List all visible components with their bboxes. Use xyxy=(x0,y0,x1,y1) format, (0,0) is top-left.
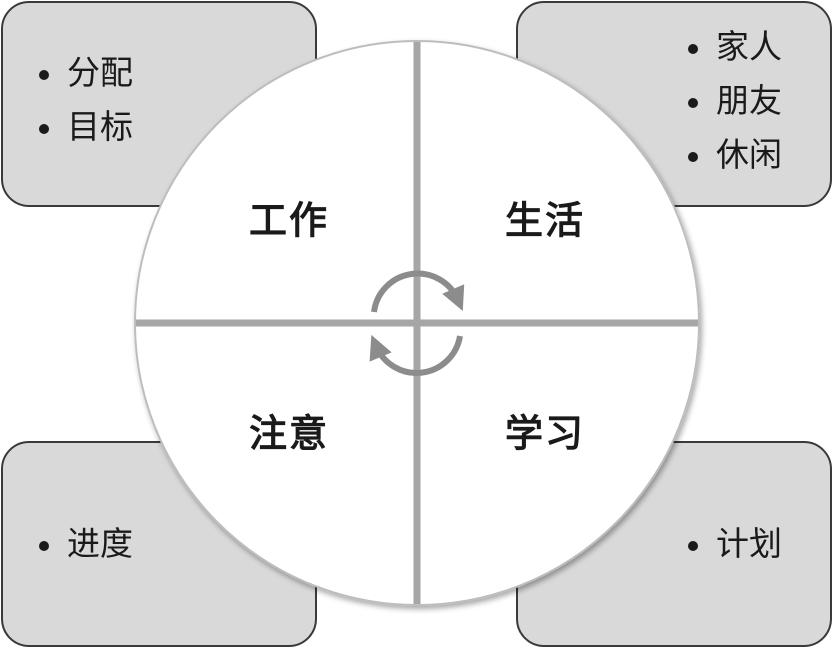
study-title: 学习 xyxy=(504,411,586,456)
study-items: 计划 xyxy=(686,517,782,571)
life-items: 家人 朋友 休闲 xyxy=(686,20,782,182)
list-item: 家人 xyxy=(686,20,782,74)
work-title: 工作 xyxy=(248,198,330,243)
note-items: 进度 xyxy=(37,517,133,571)
note-title: 注意 xyxy=(248,411,330,456)
list-item: 朋友 xyxy=(686,74,782,128)
list-item: 进度 xyxy=(37,517,133,571)
cycle-arrows-icon xyxy=(369,270,465,376)
list-item: 目标 xyxy=(37,100,133,154)
list-item: 计划 xyxy=(686,517,782,571)
work-items: 分配 目标 xyxy=(37,46,133,154)
list-item: 分配 xyxy=(37,46,133,100)
list-item: 休闲 xyxy=(686,128,782,182)
life-title: 生活 xyxy=(504,198,586,243)
